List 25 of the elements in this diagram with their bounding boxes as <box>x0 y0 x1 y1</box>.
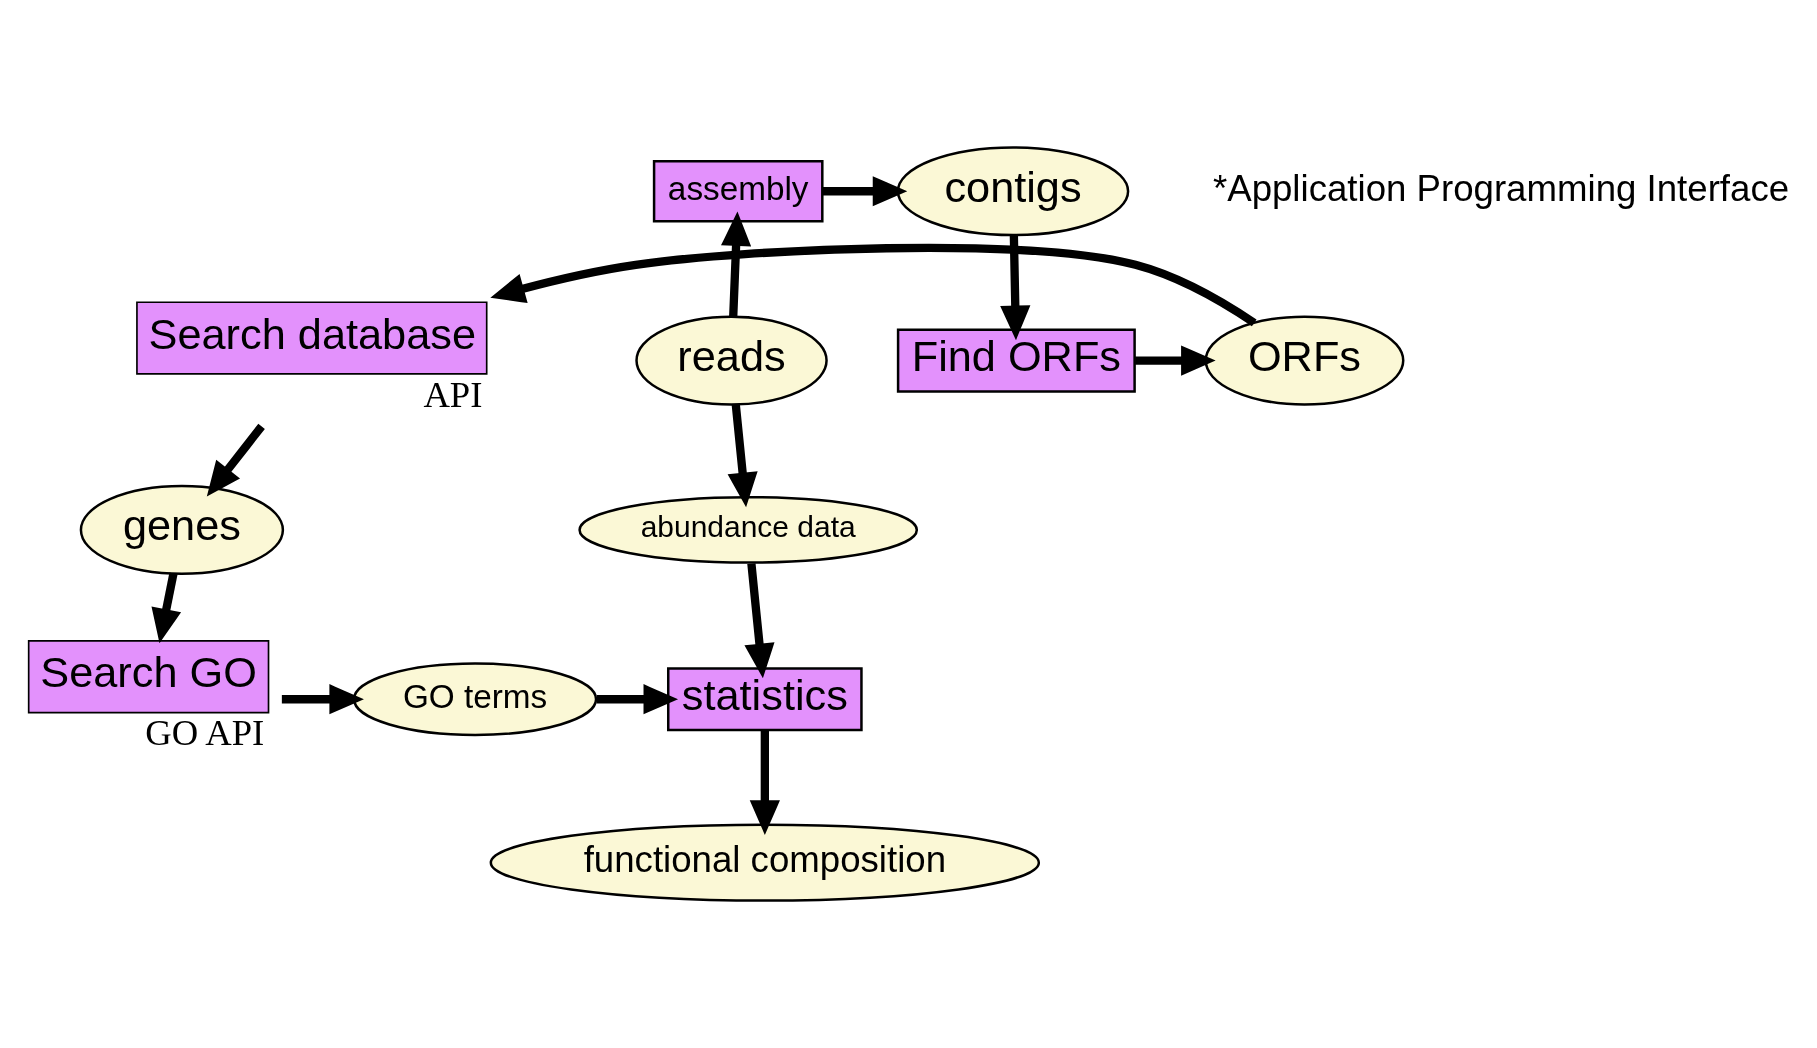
node-ellipse: GO terms <box>352 662 598 737</box>
arrow <box>490 243 1257 327</box>
arrow <box>206 423 265 497</box>
label: *Application Programming Interface <box>1212 167 1790 209</box>
node-ellipse: abundance data <box>578 496 919 564</box>
node-box: assembly <box>652 160 824 223</box>
node-ellipse: contigs <box>896 146 1130 237</box>
node-ellipse: functional composition <box>489 823 1041 902</box>
arrow <box>727 403 758 508</box>
arrow <box>281 684 364 715</box>
arrow <box>596 684 679 715</box>
node-label: API <box>423 373 483 415</box>
arrow <box>151 572 182 644</box>
node-box: statistics <box>667 667 863 732</box>
node-label: GO API <box>145 712 265 754</box>
node-ellipse: ORFs <box>1204 315 1405 406</box>
node-ellipse: genes <box>79 484 285 575</box>
arrow <box>822 176 908 207</box>
arrow <box>1135 345 1216 376</box>
arrow <box>721 211 752 317</box>
node-ellipse: reads <box>635 315 828 406</box>
arrow <box>749 730 780 835</box>
node-box: Find ORFs <box>896 328 1136 393</box>
arrow <box>744 563 775 679</box>
arrow <box>1000 235 1031 341</box>
